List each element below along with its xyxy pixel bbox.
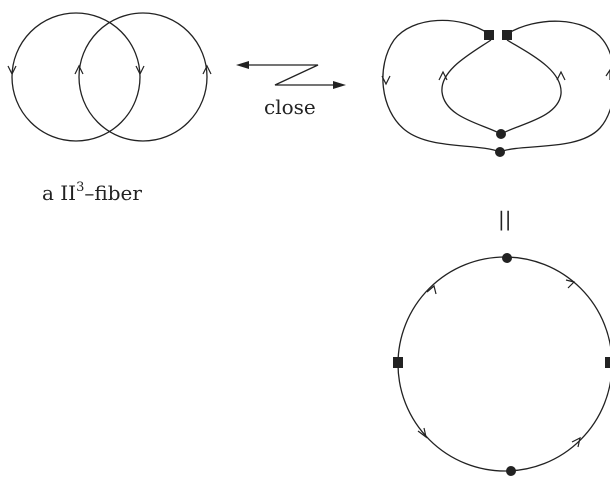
zigzag-arrowhead-left [236,61,249,69]
dot-marker-inner [496,129,506,139]
right-circle-outer-arrow [202,64,212,75]
square-marker-right [502,30,512,40]
single-loop-figure [393,253,610,476]
square-marker-left [484,30,494,40]
left-circle [11,12,141,142]
single-loop-arrow-lower-left [417,427,427,439]
square-marker-left-side [393,357,403,368]
outer-loop-left-arrow [381,75,391,86]
dot-marker-top [502,253,512,263]
single-loop-arrow-lower-right [571,436,581,448]
inner-loop [441,39,562,135]
single-loop-arrow-upper-left [426,284,437,295]
square-marker-right-side [605,357,610,368]
ii3-fiber-figure: a II3–fiber [7,12,212,205]
right-circle [78,12,208,142]
close-label: close [264,95,316,119]
inner-loop-right-arrow [556,70,566,81]
right-circle-inner-arrow [74,64,84,75]
fiber-caption: a II3–fiber [42,180,142,205]
left-circle-inner-arrow [135,65,145,76]
single-loop-arrow-upper-right [565,279,576,289]
outer-loop-right-arrow [605,68,610,80]
zigzag-arrow [246,64,334,86]
zigzag-arrowhead-right [333,81,346,89]
inner-loop-left-arrow [438,70,448,81]
closed-figure [381,19,610,157]
left-circle-outer-arrow [7,65,17,76]
equals-sign: || [498,207,511,232]
dot-marker-bottom [506,466,516,476]
close-operation: close [236,61,346,119]
dot-marker-outer [495,147,505,157]
